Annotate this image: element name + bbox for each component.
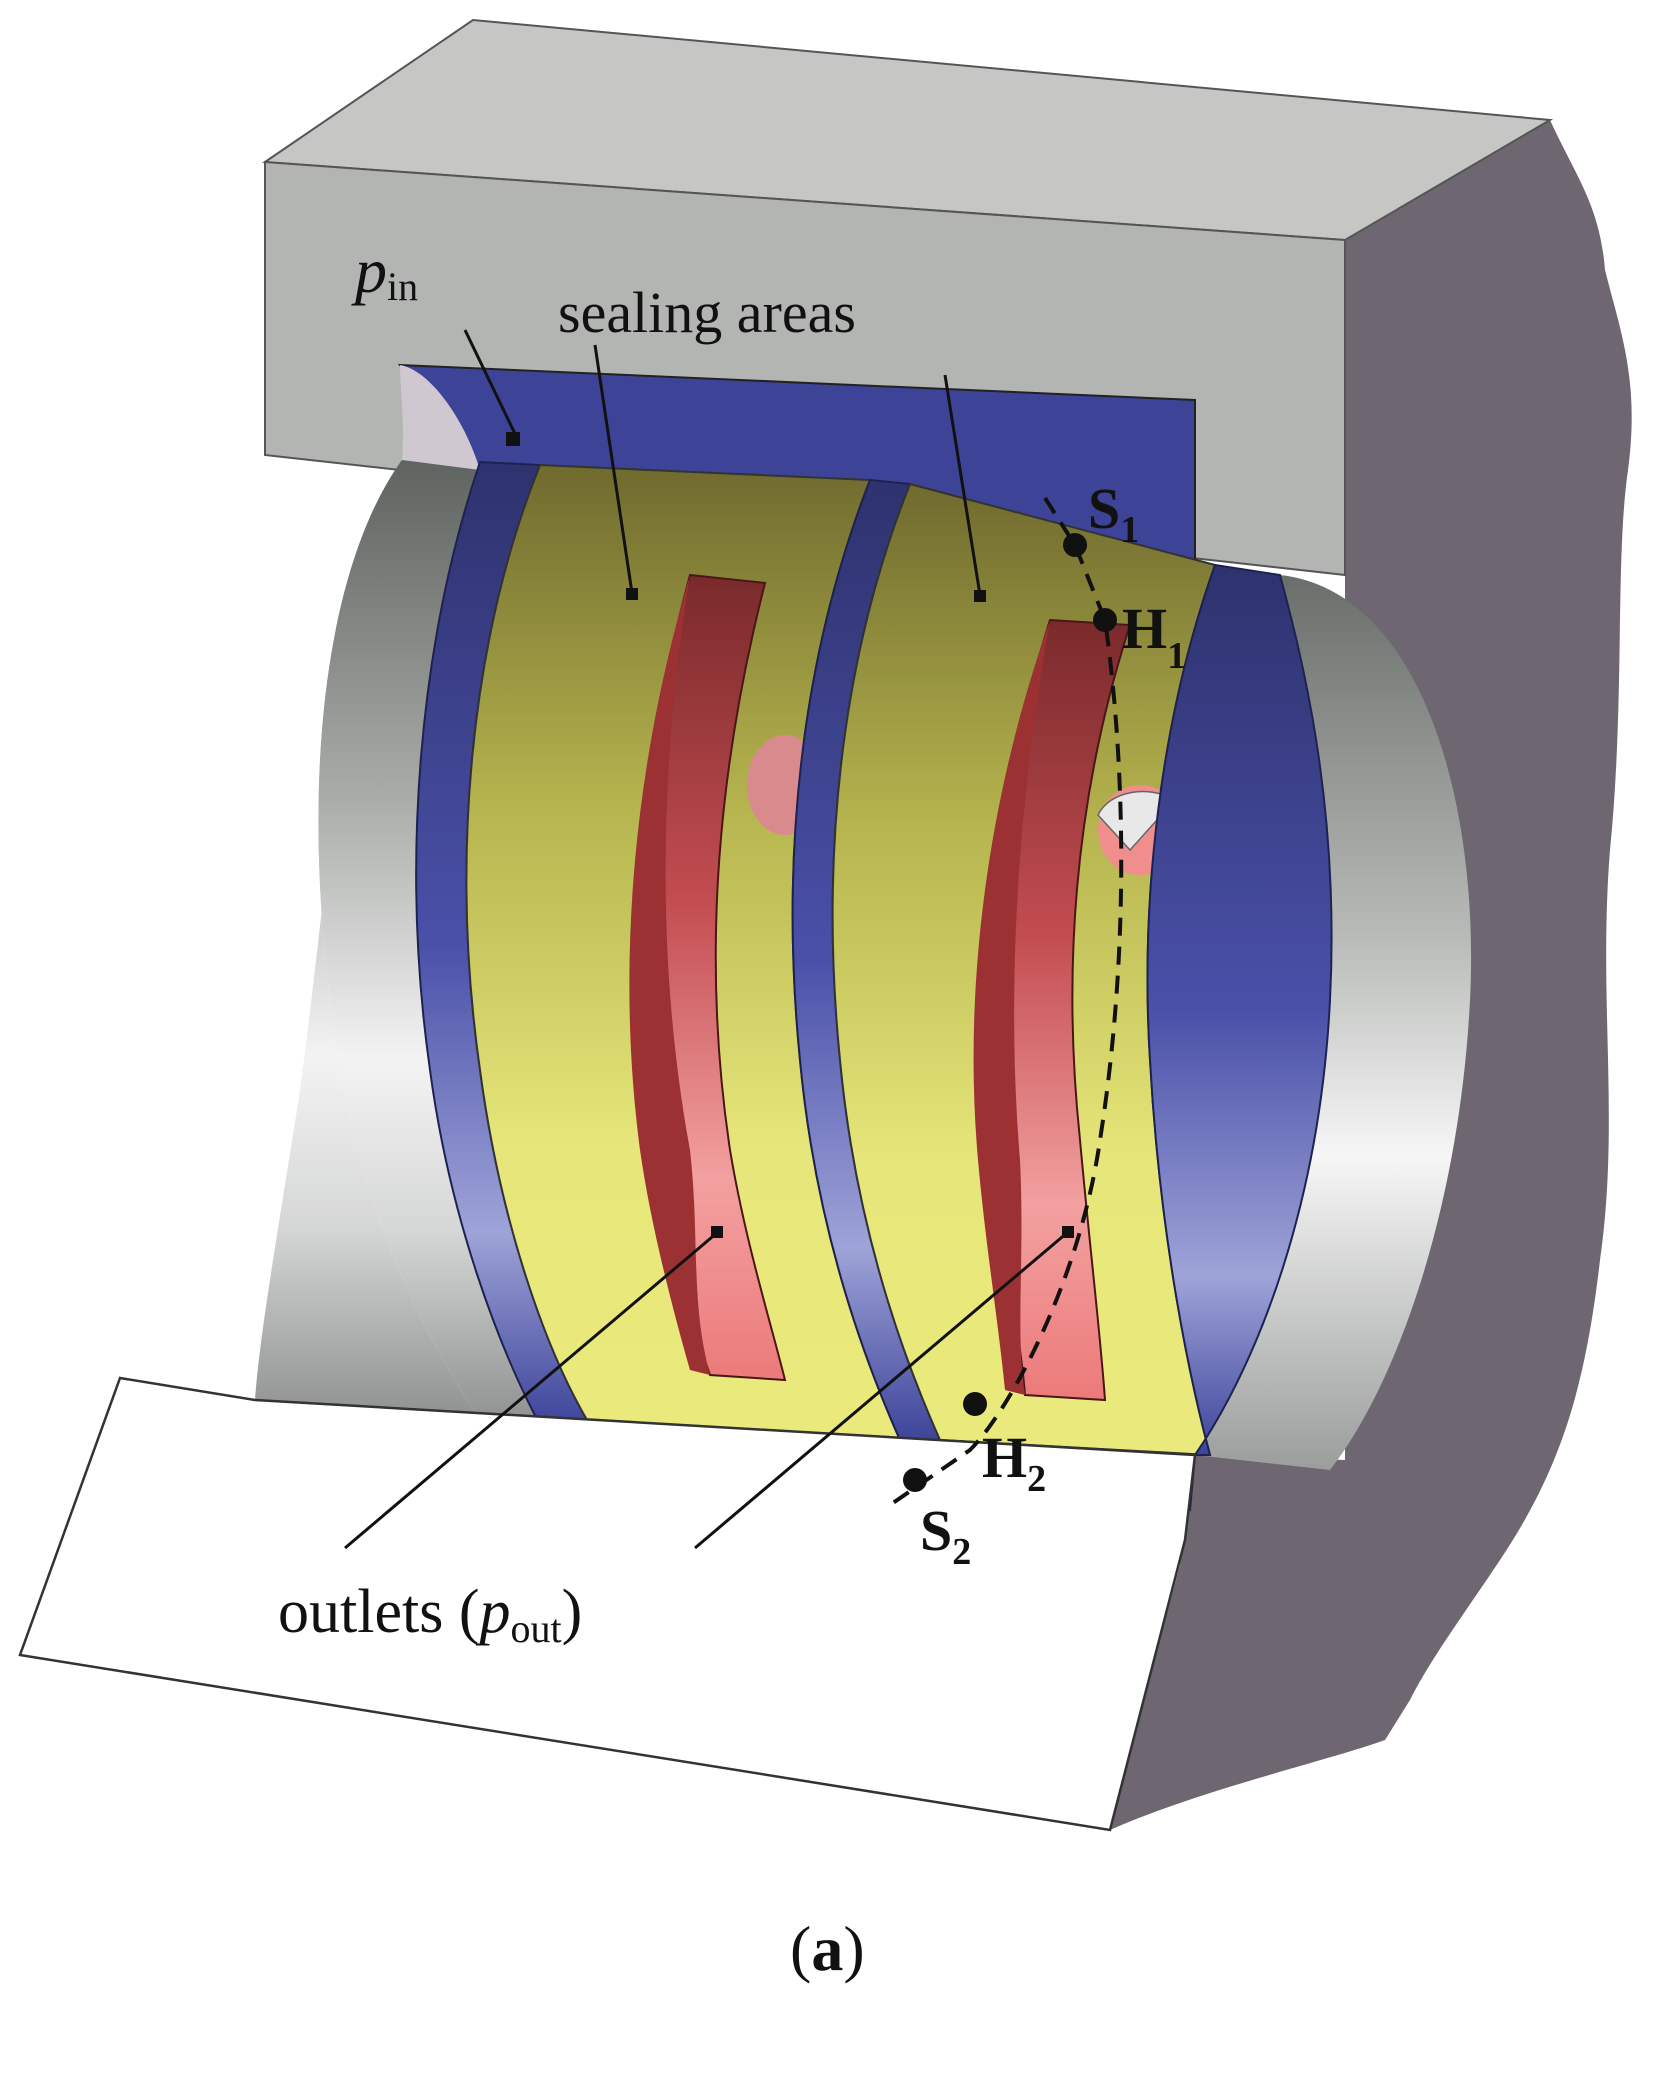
- leader-dot-seal-2: [974, 590, 986, 602]
- outlet-pocket-2-wall: [973, 620, 1050, 1395]
- figure-caption: (a): [790, 1913, 865, 1984]
- label-S2-subscript: 2: [952, 1531, 971, 1573]
- label-H2-subscript: 2: [1027, 1458, 1046, 1500]
- caption-open: (: [790, 1913, 811, 1984]
- label-S1-main: S: [1088, 476, 1120, 541]
- caption-close: ): [843, 1913, 864, 1984]
- leader-lines: [344, 329, 1069, 1550]
- point-H1: [1093, 608, 1117, 632]
- label-H1-subscript: 1: [1167, 635, 1186, 677]
- label-H1-main: H: [1122, 596, 1167, 661]
- label-S1-subscript: 1: [1120, 509, 1139, 551]
- label-p-in-symbol: p: [351, 235, 387, 306]
- outlet-pocket-1-wall: [629, 575, 710, 1375]
- point-S2: [903, 1468, 927, 1492]
- label-p-out-subscript: out: [510, 1606, 561, 1651]
- bore-surface-left: [255, 460, 480, 1420]
- label-S2: S2: [920, 1498, 971, 1573]
- point-H2: [963, 1392, 987, 1416]
- label-p-in-subscript: in: [387, 264, 418, 309]
- leader-dot-outlet-2: [1062, 1226, 1074, 1238]
- label-H1: H1: [1122, 596, 1186, 677]
- label-p-in: pin: [351, 235, 418, 309]
- label-outlets-text: outlets (: [278, 1578, 479, 1646]
- label-outlets: outlets (pout): [278, 1578, 582, 1651]
- label-p-out-symbol: p: [475, 1578, 510, 1646]
- bore-left-land: [318, 460, 540, 1425]
- supply-groove-shade: [400, 365, 480, 470]
- bottom-cut-face: [18, 1376, 1197, 1832]
- point-S1: [1063, 533, 1087, 557]
- label-S2-main: S: [920, 1498, 952, 1563]
- leader-dot-pin: [506, 432, 520, 446]
- caption-letter: a: [811, 1913, 843, 1984]
- label-H2: H2: [982, 1425, 1046, 1500]
- label-S1: S1: [1088, 476, 1139, 551]
- bore-surface-right: [1195, 575, 1472, 1470]
- label-sealing-areas: sealing areas: [558, 280, 856, 345]
- leader-dot-seal-1: [626, 588, 638, 600]
- leader-dot-outlet-1: [711, 1226, 723, 1238]
- label-H2-main: H: [982, 1425, 1027, 1490]
- label-outlets-close: ): [562, 1578, 583, 1646]
- measurement-path: [888, 496, 1124, 1507]
